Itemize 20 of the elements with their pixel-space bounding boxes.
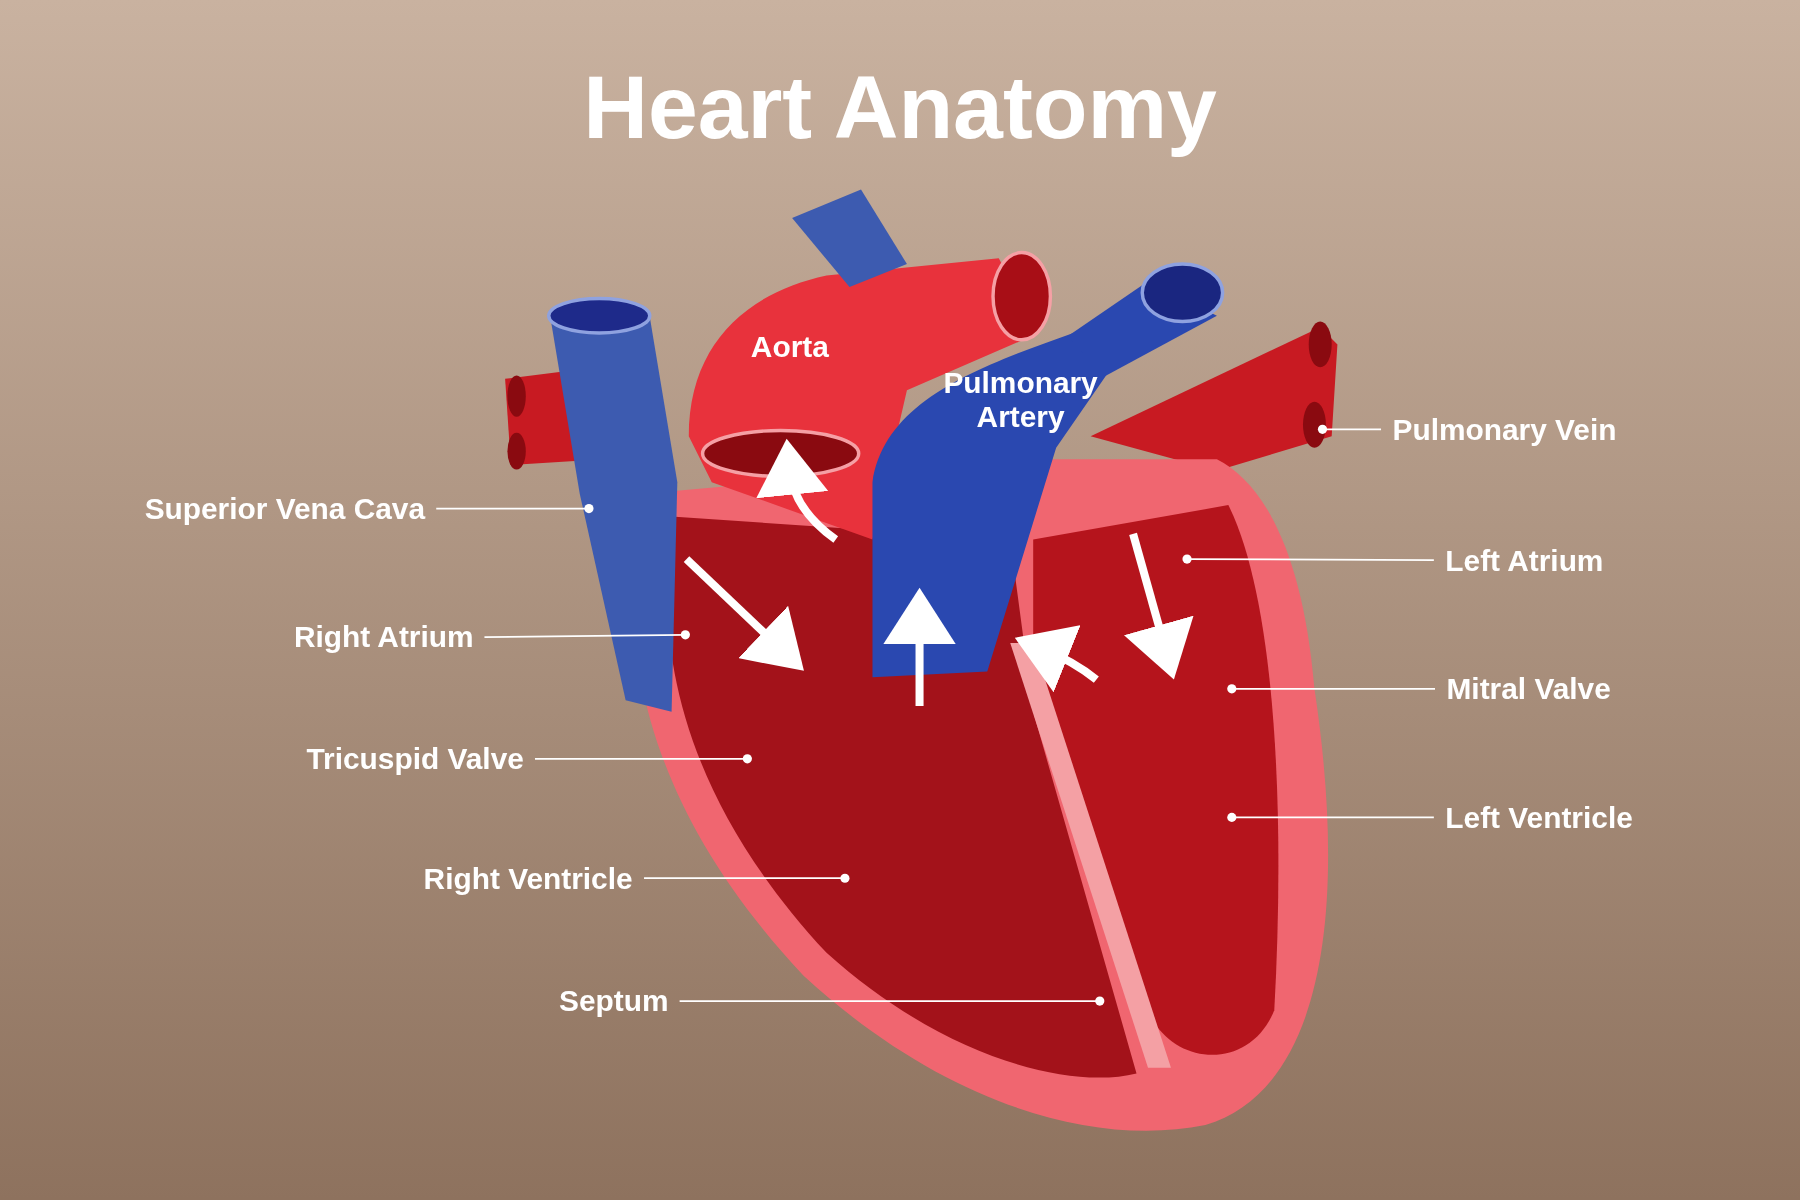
leader-line <box>483 630 690 640</box>
leader-line <box>1227 684 1436 694</box>
part-label: Tricuspid Valve <box>306 741 524 777</box>
part-label: Septum <box>559 983 669 1019</box>
leader-line <box>1317 424 1382 434</box>
leader-line <box>435 503 594 514</box>
part-label: Right Atrium <box>293 619 474 655</box>
leader-line <box>534 754 752 764</box>
part-label: Pulmonary Vein <box>1392 412 1617 447</box>
leader-line <box>678 996 1105 1006</box>
part-label: Left Atrium <box>1445 543 1604 578</box>
leader-line <box>643 873 850 883</box>
title: Heart Anatomy <box>582 55 1218 160</box>
part-label: Superior Vena Cava <box>144 491 426 526</box>
leader-line <box>1182 554 1435 564</box>
leader-line <box>1227 812 1435 822</box>
part-label: Left Ventricle <box>1445 800 1633 835</box>
part-label: Right Ventricle <box>423 861 633 896</box>
part-label: Mitral Valve <box>1446 671 1611 706</box>
part-label: Aorta <box>749 329 830 364</box>
